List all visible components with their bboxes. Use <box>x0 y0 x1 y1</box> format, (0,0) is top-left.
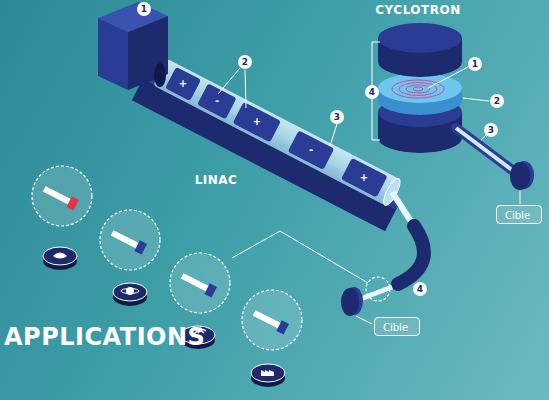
callout-number: 1 <box>137 2 151 16</box>
target <box>510 161 534 190</box>
label-box: Cible <box>374 317 420 336</box>
section-heading: LINAC <box>195 173 238 187</box>
charge-sign: - <box>215 96 219 106</box>
cyclotron <box>378 23 462 153</box>
leader-line <box>218 68 240 94</box>
charge-sign: - <box>309 145 313 155</box>
target <box>341 287 363 316</box>
linac-tube <box>132 53 409 231</box>
leader-line <box>232 231 368 283</box>
callout-number: 1 <box>468 57 482 71</box>
charge-sign: + <box>360 173 368 183</box>
leader-line <box>356 316 372 324</box>
callout-number: 2 <box>238 55 252 69</box>
beam-pipe <box>456 128 512 170</box>
linac-source-box <box>98 2 168 90</box>
box-label: Cible <box>505 210 533 221</box>
section-title: APPLICATIONS <box>4 323 205 351</box>
callout-number: 4 <box>413 282 427 296</box>
section-heading: CYCLOTRON <box>375 3 460 17</box>
callout-number: 3 <box>484 123 498 137</box>
zoom-circle <box>366 277 390 301</box>
leader-line <box>463 98 489 101</box>
label-box: Cible <box>496 205 542 224</box>
application-beams <box>41 184 289 335</box>
box-label: Cible <box>383 322 411 333</box>
beam <box>456 128 512 170</box>
beam <box>358 287 392 300</box>
leader-line <box>330 124 337 146</box>
callout-number: 4 <box>365 85 379 99</box>
charge-sign: + <box>253 117 261 127</box>
leader-line <box>520 191 521 204</box>
charge-sign: + <box>179 79 187 89</box>
beam-pipe <box>398 226 424 284</box>
callout-number: 3 <box>330 110 344 124</box>
callout-number: 2 <box>490 94 504 108</box>
leader-line <box>245 70 246 108</box>
application-circles <box>32 166 302 350</box>
application-icons <box>43 247 285 387</box>
leader-line <box>428 67 468 88</box>
